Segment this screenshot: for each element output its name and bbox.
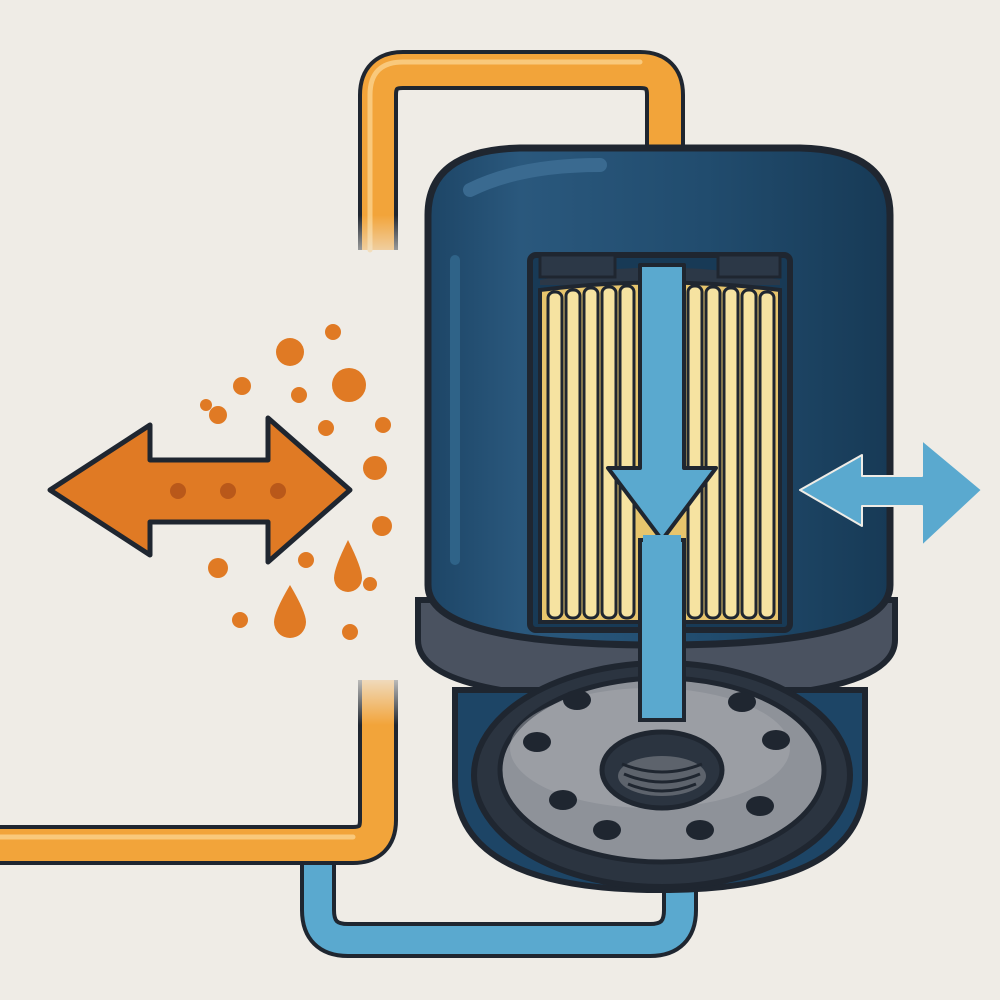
oil-drop-icon [274, 540, 362, 638]
blue-pipe-return [300, 865, 698, 958]
plate-holes [523, 690, 790, 840]
right-double-arrow-icon [799, 439, 983, 547]
mounting-plate [471, 660, 853, 890]
filter-pleats [546, 284, 776, 620]
threaded-center-hole [599, 729, 725, 811]
left-double-arrow-icon [47, 415, 353, 565]
orange-pipe-top [340, 50, 685, 275]
orange-pipe-bottom [0, 665, 420, 865]
oil-particles [200, 324, 392, 640]
flow-down-arrow-icon [606, 263, 718, 722]
